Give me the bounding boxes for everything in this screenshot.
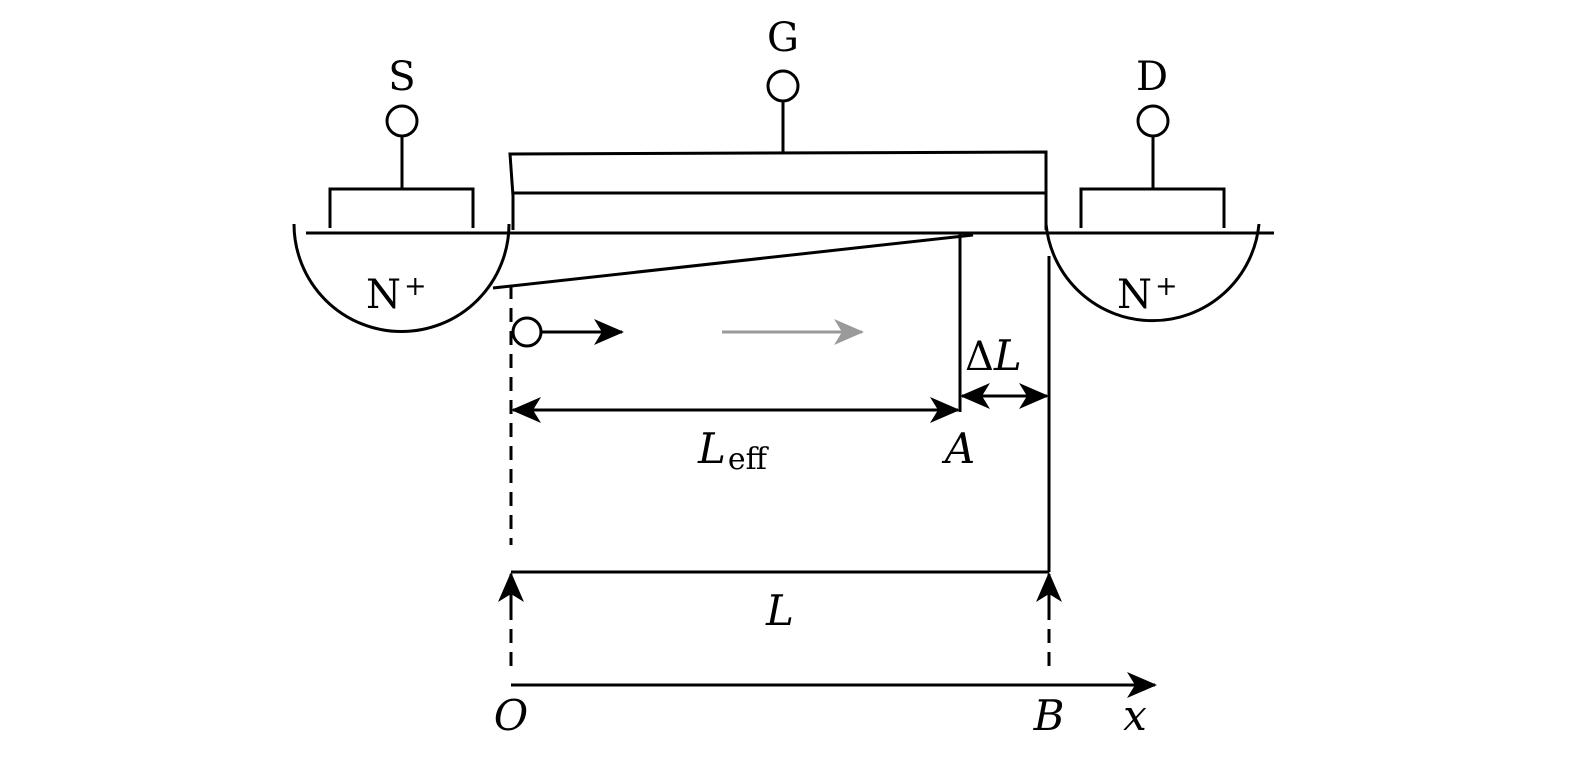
drain-contact-bracket	[1079, 187, 1226, 228]
gate-structure	[508, 69, 1048, 230]
effective-length-label: Leff	[697, 424, 770, 477]
drain-label: D	[1136, 54, 1168, 100]
delta-length-label: ΔL	[965, 331, 1022, 380]
drain-doping-sign: +	[1155, 271, 1178, 302]
drain-well	[1044, 223, 1261, 323]
x-axis-label: x	[1123, 691, 1147, 740]
source-contact-bracket	[328, 187, 475, 228]
source-well	[292, 223, 511, 333]
source-doping-sign: +	[404, 271, 427, 302]
source-contact	[328, 104, 475, 228]
drain-terminal-icon	[1136, 104, 1170, 138]
drain-doping-letter: N	[1117, 272, 1152, 318]
delta-symbol: Δ	[965, 334, 994, 380]
drain-contact	[1079, 104, 1226, 228]
delta-length-symbol: L	[993, 331, 1022, 380]
gate-electrode-outline	[508, 150, 1048, 230]
gate-terminal-icon	[766, 69, 800, 103]
channel-boundary	[492, 233, 974, 290]
pinch-off-point-label: A	[941, 424, 975, 473]
source-doping-letter: N	[366, 272, 401, 318]
source-terminal-icon	[385, 104, 419, 138]
source-label: S	[388, 54, 415, 100]
drain-well-label: N+	[1117, 271, 1178, 318]
source-well-label: N+	[366, 271, 427, 318]
electron-circle-icon	[511, 316, 543, 348]
gate-label: G	[767, 15, 799, 61]
effective-length-subscript: eff	[728, 442, 770, 477]
effective-length-symbol: L	[697, 424, 726, 473]
channel-length-label: L	[765, 586, 794, 635]
drain-edge-point-label: B	[1033, 691, 1065, 740]
origin-label: O	[494, 691, 528, 740]
